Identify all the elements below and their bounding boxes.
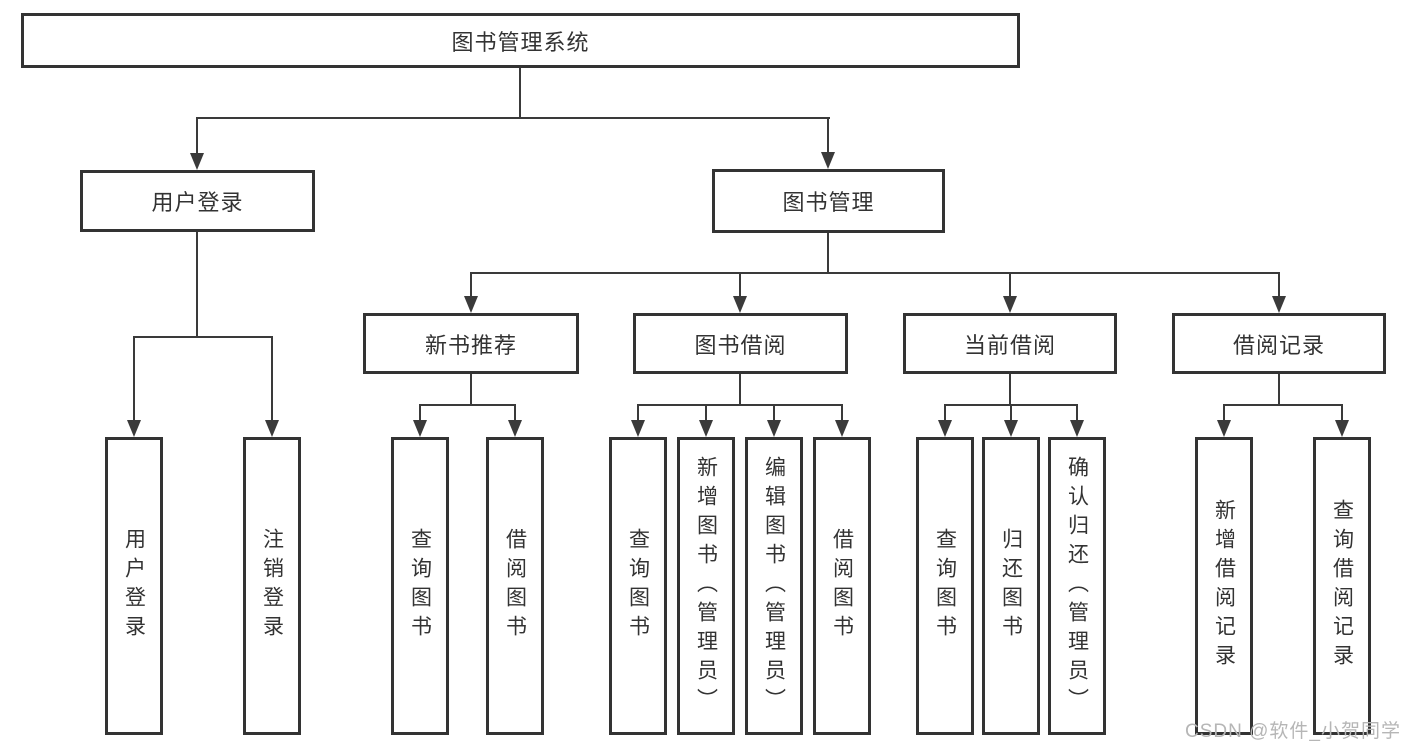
node-leaf-current-confirm-admin: 确认归还（管理员） bbox=[1048, 437, 1106, 735]
connector-userlogin-drop-2 bbox=[271, 336, 273, 422]
connector-borrow-drop-3 bbox=[773, 404, 775, 422]
arrow-down-icon bbox=[733, 296, 747, 313]
node-leaf-newbook-borrow: 借阅图书 bbox=[486, 437, 544, 735]
node-leaf-current-return: 归还图书 bbox=[982, 437, 1040, 735]
node-leaf-borrow-query: 查询图书 bbox=[609, 437, 667, 735]
node-leaf-borrow-borrow: 借阅图书 bbox=[813, 437, 871, 735]
arrow-down-icon bbox=[699, 420, 713, 437]
arrow-down-icon bbox=[1335, 420, 1349, 437]
node-borrow-record: 借阅记录 bbox=[1172, 313, 1386, 374]
arrow-down-icon bbox=[413, 420, 427, 437]
connector-root-drop-right bbox=[827, 117, 829, 154]
node-label: 查询图书 bbox=[933, 528, 957, 644]
node-leaf-current-query: 查询图书 bbox=[916, 437, 974, 735]
connector-bookmgmt-drop-4 bbox=[1278, 272, 1280, 298]
connector-userlogin-bar bbox=[133, 336, 273, 338]
connector-userlogin-stem bbox=[196, 232, 198, 336]
connector-record-drop-2 bbox=[1341, 404, 1343, 422]
connector-newbook-drop-2 bbox=[514, 404, 516, 422]
node-label: 用户登录 bbox=[122, 528, 146, 644]
connector-current-stem bbox=[1009, 374, 1011, 404]
arrow-down-icon bbox=[265, 420, 279, 437]
node-book-borrow: 图书借阅 bbox=[633, 313, 848, 374]
connector-userlogin-drop-1 bbox=[133, 336, 135, 422]
connector-root-stem bbox=[519, 68, 521, 117]
connector-root-bar bbox=[196, 117, 830, 119]
connector-borrow-drop-4 bbox=[841, 404, 843, 422]
arrow-down-icon bbox=[835, 420, 849, 437]
connector-borrow-drop-1 bbox=[637, 404, 639, 422]
connector-current-drop-1 bbox=[944, 404, 946, 422]
arrow-down-icon bbox=[1217, 420, 1231, 437]
node-label: 当前借阅 bbox=[963, 332, 1056, 358]
arrow-down-icon bbox=[508, 420, 522, 437]
connector-borrow-stem bbox=[739, 374, 741, 404]
connector-record-stem bbox=[1278, 374, 1280, 404]
csdn-watermark: CSDN @软件_小贺同学 bbox=[1185, 721, 1401, 742]
node-label: 新增借阅记录 bbox=[1212, 499, 1236, 673]
arrow-down-icon bbox=[190, 153, 204, 170]
connector-bookmgmt-drop-3 bbox=[1009, 272, 1011, 298]
node-label: 归还图书 bbox=[999, 528, 1023, 644]
node-leaf-record-add: 新增借阅记录 bbox=[1195, 437, 1253, 735]
node-leaf-newbook-query: 查询图书 bbox=[391, 437, 449, 735]
arrow-down-icon bbox=[1004, 420, 1018, 437]
node-label: 图书借阅 bbox=[694, 332, 787, 358]
node-label: 新增图书（管理员） bbox=[694, 455, 718, 717]
node-leaf-borrow-add-admin: 新增图书（管理员） bbox=[677, 437, 735, 735]
arrow-down-icon bbox=[464, 296, 478, 313]
connector-bookmgmt-bar bbox=[470, 272, 1279, 274]
arrow-down-icon bbox=[127, 420, 141, 437]
node-new-book-recommend: 新书推荐 bbox=[363, 313, 579, 374]
node-label: 查询借阅记录 bbox=[1330, 499, 1354, 673]
node-label: 编辑图书（管理员） bbox=[762, 455, 786, 717]
connector-newbook-stem bbox=[470, 374, 472, 404]
node-label: 借阅图书 bbox=[830, 528, 854, 644]
node-label: 查询图书 bbox=[626, 528, 650, 644]
node-book-management: 图书管理 bbox=[712, 169, 945, 233]
arrow-down-icon bbox=[631, 420, 645, 437]
connector-bookmgmt-drop-1 bbox=[470, 272, 472, 298]
connector-bookmgmt-drop-2 bbox=[739, 272, 741, 298]
node-leaf-borrow-edit-admin: 编辑图书（管理员） bbox=[745, 437, 803, 735]
connector-current-drop-3 bbox=[1076, 404, 1078, 422]
arrow-down-icon bbox=[1070, 420, 1084, 437]
arrow-down-icon bbox=[821, 152, 835, 169]
node-label: 借阅图书 bbox=[503, 528, 527, 644]
connector-newbook-bar bbox=[419, 404, 516, 406]
arrow-down-icon bbox=[1003, 296, 1017, 313]
connector-root-drop-left bbox=[196, 117, 198, 155]
connector-record-drop-1 bbox=[1223, 404, 1225, 422]
arrow-down-icon bbox=[767, 420, 781, 437]
node-label: 图书管理系统 bbox=[451, 29, 590, 55]
connector-current-drop-2 bbox=[1010, 404, 1012, 422]
node-label: 用户登录 bbox=[151, 190, 244, 215]
connector-newbook-drop-1 bbox=[419, 404, 421, 422]
node-current-borrow: 当前借阅 bbox=[903, 313, 1117, 374]
connector-borrow-drop-2 bbox=[705, 404, 707, 422]
arrow-down-icon bbox=[938, 420, 952, 437]
node-label: 查询图书 bbox=[408, 528, 432, 644]
connector-bookmgmt-stem bbox=[827, 233, 829, 272]
node-label: 借阅记录 bbox=[1232, 332, 1325, 358]
node-label: 图书管理 bbox=[782, 190, 875, 215]
node-label: 注销登录 bbox=[260, 528, 284, 644]
node-label: 确认归还（管理员） bbox=[1065, 455, 1089, 717]
node-library-management-system: 图书管理系统 bbox=[21, 13, 1020, 68]
arrow-down-icon bbox=[1272, 296, 1286, 313]
node-leaf-record-query: 查询借阅记录 bbox=[1313, 437, 1371, 735]
node-leaf-user-login: 用户登录 bbox=[105, 437, 163, 735]
connector-borrow-bar bbox=[637, 404, 843, 406]
connector-record-bar bbox=[1223, 404, 1343, 406]
node-leaf-logout: 注销登录 bbox=[243, 437, 301, 735]
node-label: 新书推荐 bbox=[424, 332, 517, 358]
node-user-login-group: 用户登录 bbox=[80, 170, 315, 232]
